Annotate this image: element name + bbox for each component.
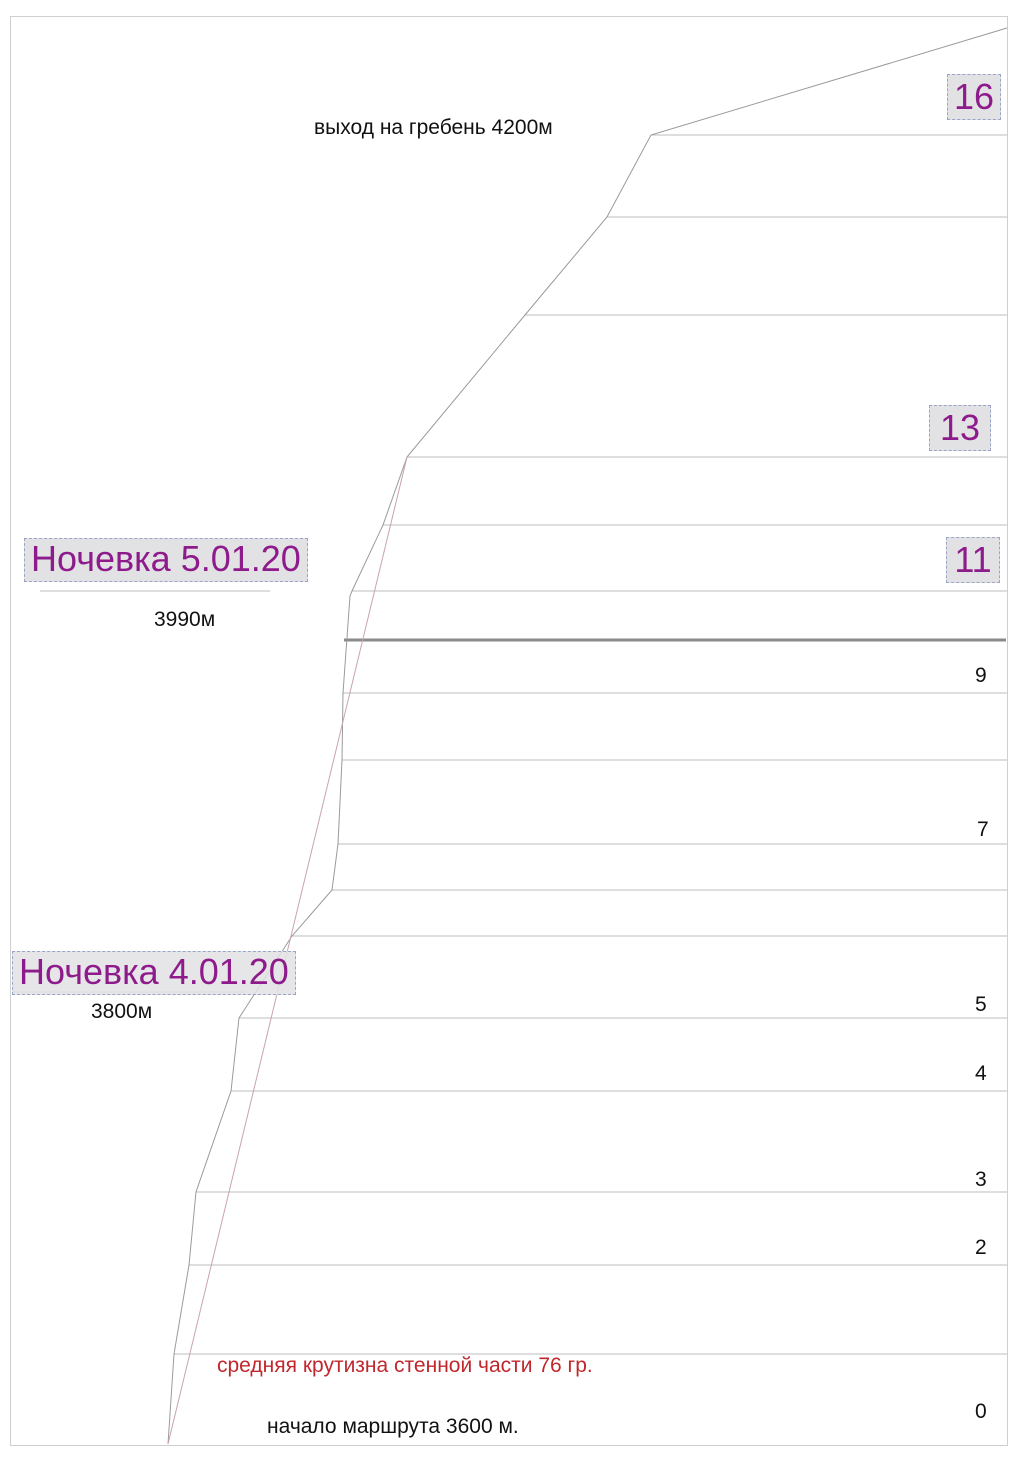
pitch-boundary-lines: [174, 134, 1007, 1355]
bivouac-2-title: Ночевка 5.01.20: [24, 538, 308, 582]
ridge-exit-label: выход на гребень 4200м: [314, 116, 553, 139]
average-steepness-label: средняя крутизна стенной части 76 гр.: [217, 1354, 593, 1377]
pitch-number-9: 9: [975, 664, 987, 687]
bivouac-1-altitude: 3800м: [91, 1000, 153, 1023]
pitch-number-16: 16: [947, 74, 1001, 120]
pitch-number-5: 5: [975, 993, 987, 1016]
pitch-number-11: 11: [946, 537, 1000, 583]
route-profile-line: [167, 27, 1008, 1445]
bivouac-2-altitude: 3990м: [154, 608, 216, 631]
route-start-label: начало маршрута 3600 м.: [267, 1415, 519, 1438]
pitch-number-7: 7: [977, 818, 989, 841]
diagram-frame: [10, 16, 1008, 1446]
average-steepness-line: [167, 456, 408, 1445]
pitch-number-0: 0: [975, 1400, 987, 1423]
pitch-number-4: 4: [975, 1062, 987, 1085]
pitch-number-2: 2: [975, 1236, 987, 1259]
pitch-number-3: 3: [975, 1168, 987, 1191]
bivouac-1-title: Ночевка 4.01.20: [12, 951, 296, 995]
pitch-number-13: 13: [929, 405, 991, 451]
